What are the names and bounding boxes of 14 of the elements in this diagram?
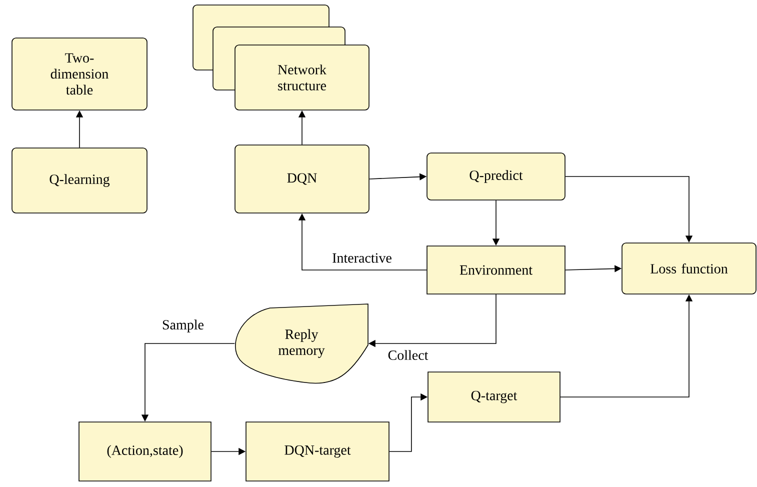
stacked-boxes: Network structure bbox=[192, 4, 370, 110]
process-box: Environment bbox=[426, 246, 566, 294]
process-box: Loss function bbox=[622, 242, 756, 294]
process-box: (Action,state) bbox=[78, 422, 212, 482]
edge-label: Sample bbox=[161, 318, 205, 334]
edge-label: Interactive bbox=[331, 252, 393, 264]
process-box: Q-target bbox=[428, 372, 560, 422]
process-box: DQN bbox=[234, 144, 370, 214]
process-box: Two-dimension table bbox=[12, 38, 148, 110]
process-box: Q-learning bbox=[12, 148, 148, 214]
node-label: structure bbox=[278, 82, 326, 90]
process-box: Q-predict bbox=[426, 152, 566, 200]
edge-label: Collect bbox=[386, 349, 430, 361]
process-box: DQN-target bbox=[246, 422, 390, 482]
